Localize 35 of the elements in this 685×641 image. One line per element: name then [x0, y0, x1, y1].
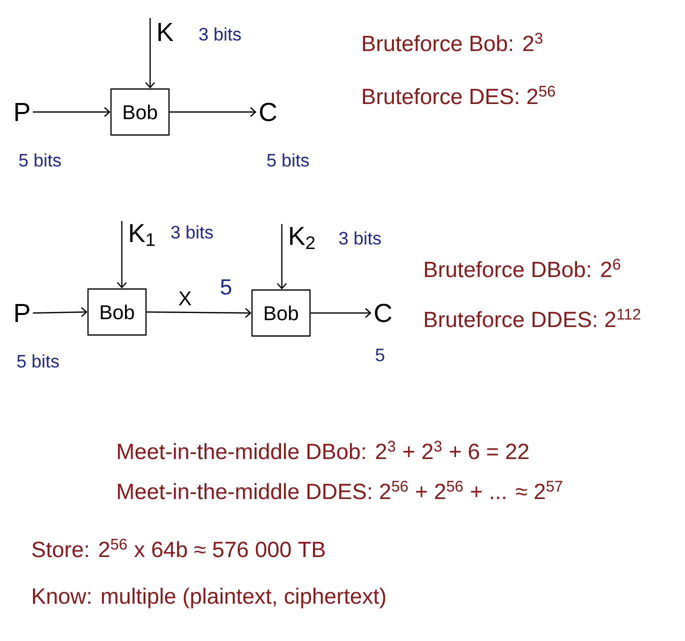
- arrow: [116, 221, 127, 288]
- variable-label: K: [158, 23, 174, 41]
- bit-width-label: 5: [220, 279, 232, 295]
- arrow: [276, 224, 287, 290]
- note-text: Bruteforce DBob: 2$^{6}$: [425, 258, 620, 278]
- cipher-box: Bob: [110, 88, 170, 136]
- arrow: [170, 107, 256, 117]
- arrow: [145, 18, 156, 88]
- bit-width-label: 5: [376, 348, 384, 362]
- variable-label: P: [15, 103, 30, 121]
- note-text: Know: multiple (plaintext, ciphertext): [33, 588, 386, 608]
- note-text: Bruteforce Bob: 2$^{3}$: [363, 32, 542, 52]
- variable-label: K$_{2}$: [290, 226, 315, 250]
- edge-label: X: [178, 292, 192, 306]
- cipher-box: Bob: [87, 288, 147, 336]
- variable-label: C: [260, 102, 276, 122]
- bit-width-label: 5 bits: [19, 153, 61, 167]
- bit-width-label: 3 bits: [339, 231, 381, 245]
- arrow: [146, 308, 252, 318]
- note-text: Bruteforce DES: 2$^{56}$: [363, 86, 555, 104]
- variable-label: P: [15, 304, 30, 322]
- arrow: [310, 308, 372, 318]
- bit-width-label: 5 bits: [267, 153, 309, 167]
- variable-label: K$_{1}$: [130, 224, 155, 246]
- arrow: [32, 107, 110, 117]
- cipher-box: Bob: [251, 289, 311, 337]
- bit-width-label: 3 bits: [171, 225, 213, 239]
- arrow: [32, 307, 88, 318]
- bit-width-label: 3 bits: [199, 27, 241, 41]
- note-text: Bruteforce DDES: 2$^{112}$: [425, 308, 640, 328]
- variable-label: C: [374, 304, 392, 322]
- note-text: Store: 2$^{56}$ x 64b ≈ 576 000 TB: [32, 538, 325, 558]
- note-text: Meet-in-the-middle DDES: 2$^{56}$ + 2$^{56}$ + ... ≈ 2$^{57}$: [118, 480, 562, 500]
- note-text: Meet-in-the-middle DBob: 2$^{3}$ + 2$^{3}$ + 6 = 22: [118, 440, 528, 460]
- bit-width-label: 5 bits: [17, 354, 59, 368]
